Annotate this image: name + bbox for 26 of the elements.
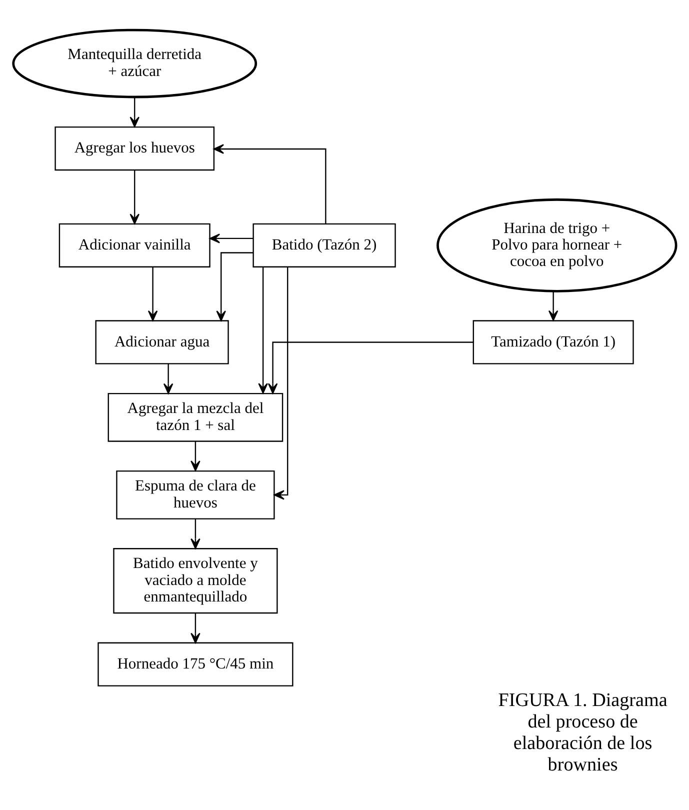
arrow (190, 441, 200, 471)
node-box: Tamizado (Tazón 1) (472, 320, 634, 364)
arrow (190, 518, 200, 548)
arrow (130, 97, 140, 127)
arrow (148, 266, 158, 321)
node-box: Horneado 175 °C/45 min (98, 642, 294, 686)
arrow (190, 612, 200, 643)
node-box: Agregar los huevos (54, 126, 215, 170)
arrow (209, 233, 254, 243)
node-ellipse: Harina de trigo + Polvo para hornear + cocoa en polvo (436, 198, 678, 292)
node-box: Batido (Tazón 2) (252, 222, 396, 267)
node-box: Batido envolvente y vaciado a molde enmantequillado (113, 548, 278, 614)
node-ellipse: Mantequilla derretida + azúcar (12, 28, 258, 98)
node-box: Adicionar vainilla (58, 222, 210, 267)
node-box: Espuma de clara de huevos (116, 470, 275, 519)
arrow (274, 266, 288, 500)
node-box: Agregar la mezcla del tazón 1 + sal (108, 392, 284, 442)
arrow (216, 252, 254, 321)
caption: FIGURA 1. Diagrama del proceso de elaboración de los brownies (498, 689, 668, 775)
arrow (258, 266, 268, 394)
arrow (213, 144, 326, 224)
arrow (163, 363, 174, 394)
arrow (548, 290, 558, 320)
arrow (268, 341, 474, 394)
node-box: Adicionar agua (95, 320, 229, 364)
arrow (130, 170, 140, 224)
